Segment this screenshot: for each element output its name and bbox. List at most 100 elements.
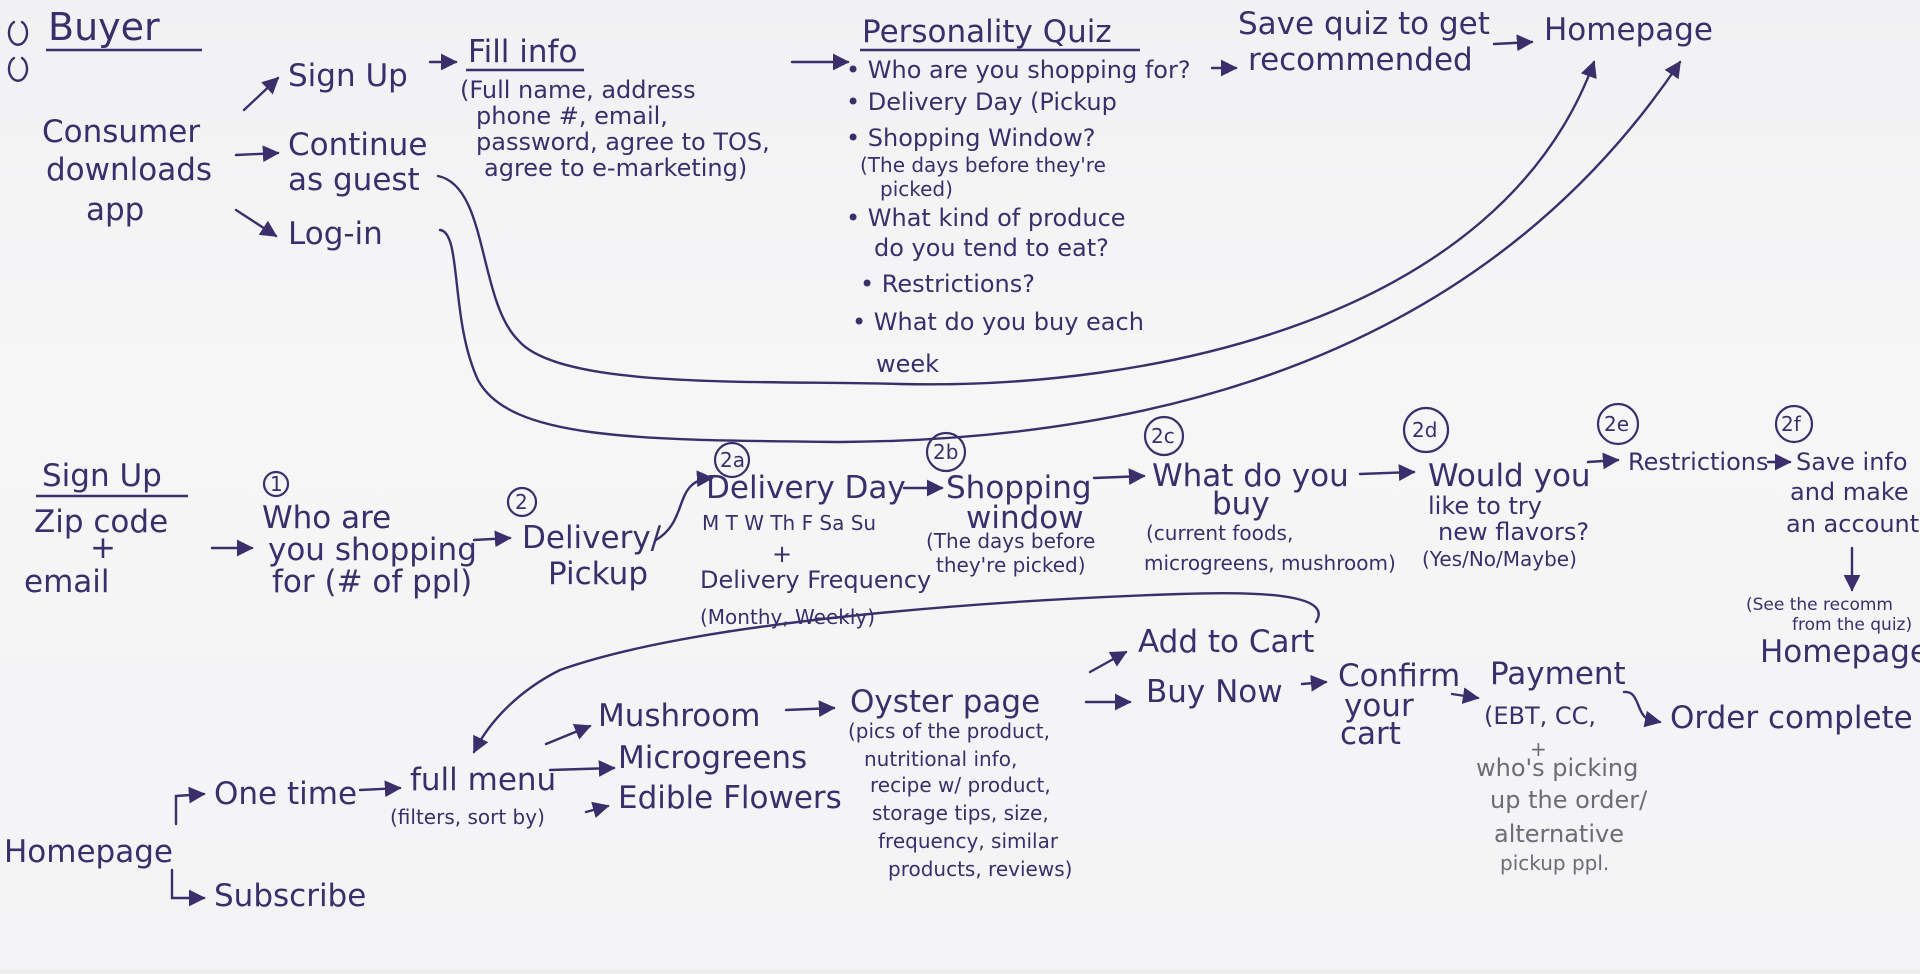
svg-text:Personality Quiz: Personality Quiz [862, 14, 1112, 50]
step-2d-node: 2d Would you like to try new flavors? (Y… [1402, 406, 1591, 571]
svg-text:recipe w/ product,: recipe w/ product, [870, 773, 1051, 797]
svg-text:week: week [876, 350, 939, 378]
homepage-shop-node: Homepage [4, 834, 173, 870]
svg-text:full menu: full menu [410, 762, 556, 798]
svg-text:password, agree to TOS,: password, agree to TOS, [476, 128, 770, 156]
svg-text:for (# of ppl): for (# of ppl) [272, 564, 472, 600]
arrow-to-step2a [654, 470, 714, 542]
svg-text:• Restrictions?: • Restrictions? [860, 270, 1035, 298]
svg-text:2c: 2c [1151, 424, 1175, 448]
edible-flowers-node: Edible Flowers [618, 780, 842, 816]
svg-text:cart: cart [1340, 716, 1401, 752]
svg-text:Restrictions: Restrictions [1628, 448, 1768, 476]
svg-text:Save info: Save info [1796, 448, 1908, 476]
svg-text:new flavors?: new flavors? [1438, 518, 1589, 546]
svg-text:(See the recomm: (See the recomm [1746, 595, 1893, 615]
svg-text:buy: buy [1212, 486, 1270, 522]
svg-text:you shopping: you shopping [268, 532, 477, 568]
diagram-title: Buyer [48, 5, 160, 49]
svg-text:Payment: Payment [1490, 656, 1626, 692]
svg-text:they're picked): they're picked) [936, 553, 1086, 577]
svg-text:app: app [86, 192, 144, 228]
arrow-to-step2 [472, 530, 512, 548]
svg-text:like to try: like to try [1428, 492, 1542, 520]
svg-text:• Delivery Day (Pickup: • Delivery Day (Pickup [846, 88, 1117, 116]
one-time-node: One time [214, 776, 357, 812]
arrow-to-step2c [1092, 468, 1146, 485]
arrow-to-confirm [1300, 674, 1328, 692]
svg-text:2e: 2e [1604, 412, 1629, 436]
signup-heading: Sign Up [36, 458, 188, 498]
arrow-to-homepage [1492, 34, 1534, 52]
svg-text:frequency, similar: frequency, similar [878, 829, 1059, 853]
oyster-page-node: Oyster page (pics of the product, nutrit… [848, 684, 1072, 881]
full-menu-node: full menu (filters, sort by) [390, 762, 556, 829]
subscribe-node: Subscribe [214, 878, 366, 914]
svg-text:Would you: Would you [1428, 458, 1591, 494]
login-to-homepage-curve [438, 60, 1682, 444]
svg-text:Shopping: Shopping [946, 470, 1092, 506]
svg-text:(The days before they're: (The days before they're [860, 153, 1106, 177]
add-to-cart-node: Add to Cart [1138, 624, 1314, 660]
svg-text:Sign Up: Sign Up [42, 458, 162, 494]
svg-text:window: window [966, 500, 1084, 536]
svg-text:Pickup: Pickup [548, 556, 648, 592]
step-1-node: 1 Who are you shopping for (# of ppl) [262, 470, 477, 600]
svg-text:Delivery/: Delivery/ [522, 520, 662, 556]
svg-text:alternative: alternative [1494, 820, 1624, 848]
svg-text:2a: 2a [720, 448, 745, 472]
arrow-to-guest [234, 145, 280, 163]
arrow-to-fullmenu [358, 780, 402, 798]
svg-text:2: 2 [515, 490, 528, 514]
svg-text:(pics of the product,: (pics of the product, [848, 719, 1050, 743]
svg-text:• What kind of produce: • What kind of produce [846, 204, 1126, 232]
buy-now-node: Buy Now [1146, 674, 1283, 710]
svg-text:do you tend to eat?: do you tend to eat? [874, 234, 1109, 262]
fill-info-node: Fill info (Full name, address phone #, e… [460, 34, 770, 182]
arrow-to-onetime [174, 786, 206, 826]
svg-text:Oyster page: Oyster page [850, 684, 1040, 720]
svg-text:M T W Th F Sa Su: M T W Th F Sa Su [702, 511, 876, 535]
svg-text:and make: and make [1790, 478, 1909, 506]
svg-text:• What do you buy each: • What do you buy each [852, 308, 1144, 336]
arrow-to-addcart [1088, 650, 1128, 674]
arrow-to-signup [242, 76, 280, 112]
order-complete-node: Order complete [1670, 700, 1913, 736]
svg-text:pickup ppl.: pickup ppl. [1500, 851, 1609, 875]
arrow-to-mushroom [544, 723, 592, 746]
svg-text:an account: an account [1786, 510, 1919, 538]
arrow-to-oyster [784, 700, 836, 718]
consumer-node: Consumer downloads app [42, 114, 212, 228]
cart-loop-back-curve [472, 591, 1320, 754]
svg-text:Zip code: Zip code [34, 504, 168, 540]
svg-text:+: + [1530, 737, 1547, 761]
svg-text:who's picking: who's picking [1476, 754, 1638, 782]
step-2e-node: 2e Restrictions [1596, 402, 1768, 476]
svg-text:• Shopping Window?: • Shopping Window? [846, 124, 1096, 152]
step-2b-node: 2b Shopping window (The days before they… [925, 431, 1095, 577]
svg-text:Confirm: Confirm [1338, 658, 1460, 694]
svg-text:Delivery Frequency: Delivery Frequency [700, 566, 931, 594]
svg-text:(The days before: (The days before [926, 529, 1095, 553]
arrow-to-order-complete [1622, 690, 1662, 728]
svg-text:downloads: downloads [46, 152, 212, 188]
arrow-to-step2d [1358, 464, 1416, 481]
svg-text:1: 1 [270, 472, 283, 496]
step-2f-node: 2f Save info and make an account [1774, 404, 1919, 538]
step-2a-node: 2a Delivery Day M T W Th F Sa Su + Deliv… [700, 441, 931, 629]
personality-quiz-node: Personality Quiz • Who are you shopping … [846, 14, 1191, 378]
svg-text:Delivery Day: Delivery Day [706, 470, 906, 506]
edge-marks [7, 20, 29, 82]
homepage-top-node: Homepage [1544, 12, 1713, 48]
arrow-to-login [234, 208, 278, 238]
arrow-to-flowers [584, 801, 610, 819]
svg-text:• Who are you shopping for?: • Who are you shopping for? [846, 56, 1191, 84]
svg-text:Fill info: Fill info [468, 34, 577, 70]
homepage-signup-node: Homepage [1760, 634, 1920, 670]
svg-text:2f: 2f [1781, 412, 1802, 436]
guest-to-homepage-curve [436, 60, 1597, 386]
sign-up-node: Sign Up [288, 58, 408, 94]
svg-text:products, reviews): products, reviews) [888, 857, 1072, 881]
